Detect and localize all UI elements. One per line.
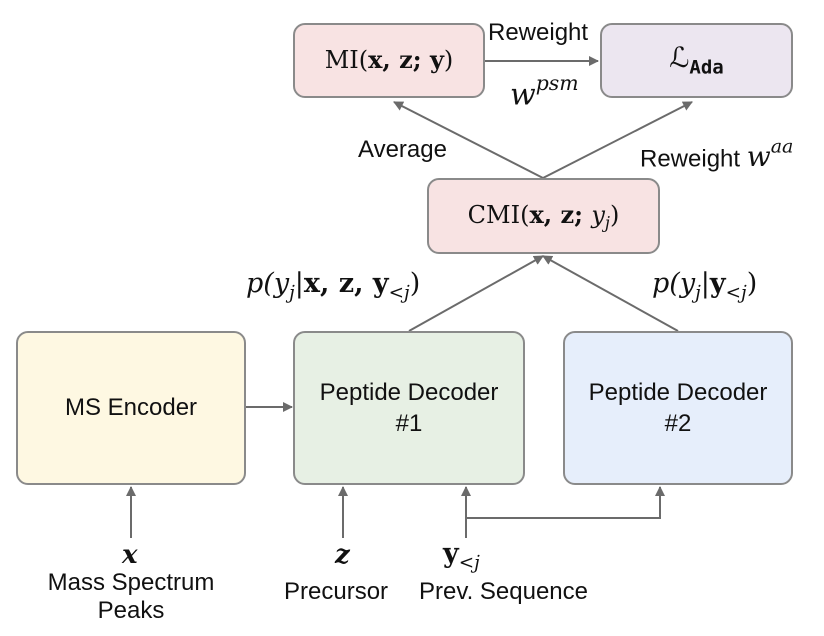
y-symbol: y<j <box>443 540 480 573</box>
cmi-label: CMI(x, z; yj) <box>468 199 620 234</box>
reweight-right-label: Reweight waa <box>640 137 794 174</box>
edge-cmi-to-mi <box>393 101 544 179</box>
peptide-decoder-2-node: Peptide Decoder #2 <box>563 331 793 485</box>
w-psm-sup: psm <box>535 71 579 95</box>
y-symbol-base: y <box>443 538 459 569</box>
p-left-pre: p( <box>246 268 274 299</box>
w-psm-base: w <box>510 77 536 113</box>
peptide-decoder-1-node: Peptide Decoder #1 <box>293 331 525 485</box>
p-left-label: p(yj|x, z, y<j) <box>246 270 420 303</box>
cmi-sub: j <box>604 213 610 233</box>
mi-post: ) <box>443 46 454 75</box>
x-symbol: x <box>122 540 138 570</box>
cmi-post: ) <box>609 200 620 229</box>
reweight-top-label: Reweight <box>488 19 589 46</box>
mi-pre: MI( <box>324 46 369 75</box>
cmi-node: CMI(x, z; yj) <box>427 178 660 254</box>
mi-label: MI(x, z; y) <box>325 44 454 76</box>
w-aa-base: w <box>746 140 771 174</box>
mi-node: MI(x, z; y) <box>293 23 485 98</box>
p-left-bar: | <box>294 268 304 299</box>
p-left-post: ) <box>409 268 421 299</box>
edge-decoder2-to-cmi <box>542 255 679 332</box>
ms-encoder-node: MS Encoder <box>16 331 246 485</box>
cmi-pre: CMI( <box>467 200 530 229</box>
ms-encoder-label: MS Encoder <box>64 394 198 422</box>
w-psm-label: wpsm <box>510 73 579 110</box>
z-symbol: z <box>335 540 350 570</box>
mi-args: x, z; y <box>368 45 444 75</box>
edge-y-to-decoder2 <box>466 486 665 519</box>
w-aa-label: waa <box>746 137 794 174</box>
cmi-var: y <box>591 200 605 229</box>
p-left-args: x, z, y <box>303 268 389 299</box>
p-right-args: y <box>709 268 726 299</box>
w-aa-sup: aa <box>770 136 794 158</box>
edge-decoder1-to-cmi <box>408 255 544 332</box>
cmi-args: x, z; <box>529 199 592 229</box>
loss-symbol: ℒ <box>669 41 690 75</box>
y-symbol-sub: <j <box>458 552 480 574</box>
p-left-args-sub: <j <box>388 282 410 304</box>
p-right-post: ) <box>746 268 758 299</box>
z-caption: Precursor <box>284 578 389 605</box>
p-right-sub: j <box>695 282 701 304</box>
peptide-decoder-2-label: Peptide Decoder #2 <box>588 378 768 437</box>
p-right-pre: p( <box>652 268 680 299</box>
average-label: Average <box>358 136 447 163</box>
p-right-args-sub: <j <box>725 282 747 304</box>
p-right-bar: | <box>700 268 710 299</box>
y-caption: Prev. Sequence <box>419 578 588 605</box>
p-right-var: y <box>679 268 696 299</box>
loss-subscript: Ada <box>689 56 724 79</box>
peptide-decoder-1-label: Peptide Decoder #1 <box>319 378 499 437</box>
loss-ada-label: ℒAda <box>669 40 724 80</box>
reweight-right-text: Reweight <box>640 145 741 173</box>
p-left-sub: j <box>289 282 295 304</box>
p-right-label: p(yj|y<j) <box>652 270 757 303</box>
edge-cmi-to-ada <box>542 101 693 179</box>
p-left-var: y <box>273 268 290 299</box>
loss-ada-node: ℒAda <box>600 23 793 98</box>
x-caption: Mass Spectrum Peaks <box>47 569 215 624</box>
